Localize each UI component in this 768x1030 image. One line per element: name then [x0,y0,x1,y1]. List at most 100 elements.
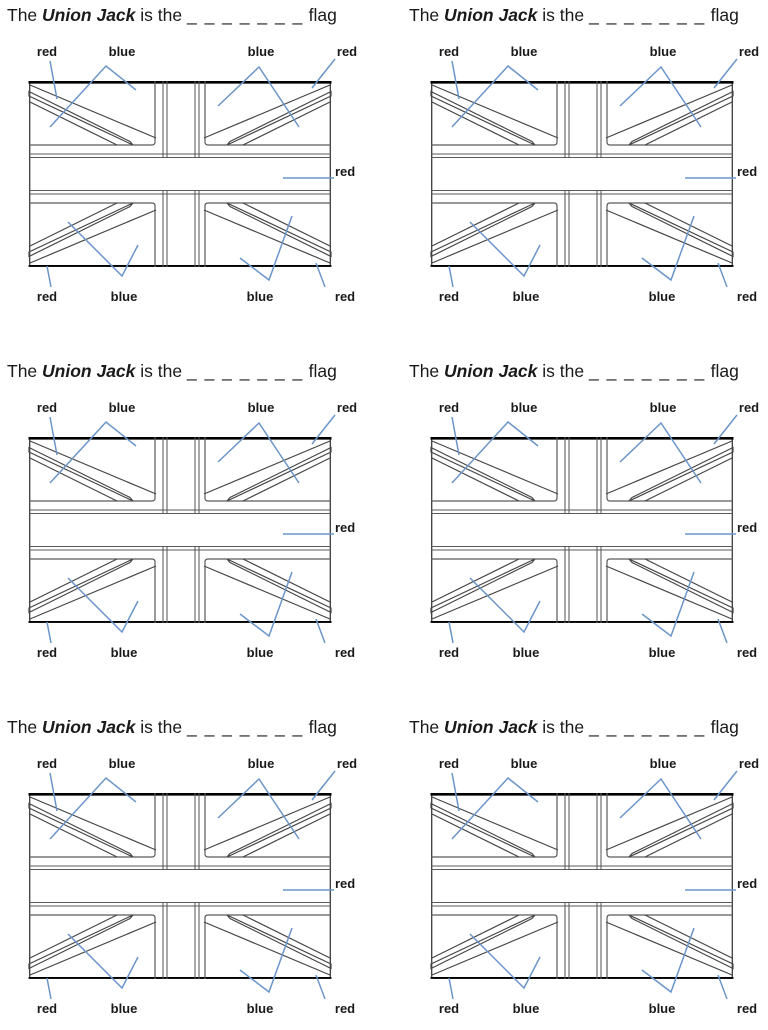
color-label-red: red [334,645,356,660]
color-label-blue: blue [247,400,275,415]
leader-bottom-left-red [46,265,52,288]
color-label-red: red [737,876,758,891]
leader-top-left-blue [451,776,539,840]
color-label-red: red [737,520,758,535]
leader-top-right-red [713,58,738,89]
cross-outline [29,81,331,267]
cross-outline [431,81,733,267]
union-jack-flag-diagram [430,58,738,288]
color-label-red: red [438,645,460,660]
color-label-blue: blue [246,645,274,660]
worksheet-panel: The Union Jack is the _ _ _ _ _ _ _ flag [402,0,768,318]
leader-bottom-right-blue [239,571,293,638]
title-prefix: The [7,361,38,381]
color-label-blue: blue [110,645,138,660]
color-label-blue: blue [110,1001,138,1016]
leader-top-right-red [713,770,738,801]
title-middle: is the [140,5,183,25]
leader-lines [46,58,336,288]
title-suffix: flag [308,717,337,737]
leader-top-left-red [49,416,58,456]
flag-line-art [430,80,734,267]
color-label-blue: blue [649,44,677,59]
color-label-blue: blue [648,1001,676,1016]
color-label-red: red [738,400,760,415]
flag-line-art [430,436,734,623]
title-flag-name: Union Jack [444,717,538,737]
leader-bottom-left-blue [67,933,139,990]
color-label-red: red [336,44,358,59]
worksheet-panel: The Union Jack is the _ _ _ _ _ _ _ flag [402,712,768,1030]
diagonal-stripes [28,440,332,620]
color-label-blue: blue [108,756,136,771]
title-prefix: The [7,5,38,25]
leader-top-right-blue [217,421,300,484]
flag-border [430,80,734,267]
red-cross-lines [29,437,331,623]
color-label-red: red [336,400,358,415]
panel-title: The Union Jack is the _ _ _ _ _ _ _ flag [7,4,337,26]
leader-bottom-left-red [46,977,52,1000]
color-label-blue: blue [512,645,540,660]
color-label-blue: blue [649,400,677,415]
color-label-red: red [335,520,356,535]
leader-lines [448,414,738,644]
union-jack-flag-diagram [430,770,738,1000]
leader-top-left-red [49,60,58,100]
color-label-blue: blue [247,756,275,771]
leader-top-right-red [311,58,336,89]
color-label-blue: blue [512,1001,540,1016]
title-suffix: flag [308,5,337,25]
leader-top-left-blue [49,64,137,128]
title-prefix: The [409,717,440,737]
flag-border [430,436,734,623]
title-middle: is the [140,717,183,737]
leader-top-left-red [451,60,460,100]
color-label-red: red [738,756,760,771]
leader-top-left-blue [451,64,539,128]
leader-bottom-right-blue [239,927,293,994]
leader-top-right-blue [619,777,702,840]
color-label-red: red [334,1001,356,1016]
leader-bottom-right-red [717,974,728,1000]
leader-bottom-left-blue [67,221,139,278]
title-flag-name: Union Jack [444,361,538,381]
diagonal-stripes [430,796,734,976]
flag-border [28,436,332,623]
union-jack-flag-diagram [28,58,336,288]
diagonal-stripes [28,84,332,264]
title-flag-name: Union Jack [42,717,136,737]
color-label-red: red [36,44,58,59]
title-suffix: flag [710,717,739,737]
color-label-blue: blue [510,44,538,59]
color-label-red: red [737,164,758,179]
color-label-red: red [335,164,356,179]
panel-title: The Union Jack is the _ _ _ _ _ _ _ flag [7,360,337,382]
leader-top-right-blue [217,65,300,128]
color-label-blue: blue [648,645,676,660]
leader-top-right-blue [619,421,702,484]
title-suffix: flag [710,361,739,381]
color-label-red: red [438,289,460,304]
title-suffix: flag [710,5,739,25]
leader-bottom-left-blue [469,933,541,990]
title-blank-line: _ _ _ _ _ _ _ [186,717,304,737]
leader-bottom-right-red [717,262,728,288]
leader-bottom-right-red [315,974,326,1000]
color-label-blue: blue [247,44,275,59]
title-prefix: The [409,361,440,381]
union-jack-flag-diagram [430,414,738,644]
worksheet-panel: The Union Jack is the _ _ _ _ _ _ _ flag [0,356,384,674]
leader-bottom-right-blue [239,215,293,282]
title-prefix: The [7,717,38,737]
red-cross-lines [29,793,331,979]
color-label-blue: blue [510,400,538,415]
cross-outline [29,437,331,623]
diagonal-stripes [430,84,734,264]
diagonal-stripes [28,796,332,976]
title-flag-name: Union Jack [444,5,538,25]
title-middle: is the [542,717,585,737]
color-label-red: red [736,1001,758,1016]
leader-top-right-red [311,770,336,801]
color-label-red: red [36,400,58,415]
